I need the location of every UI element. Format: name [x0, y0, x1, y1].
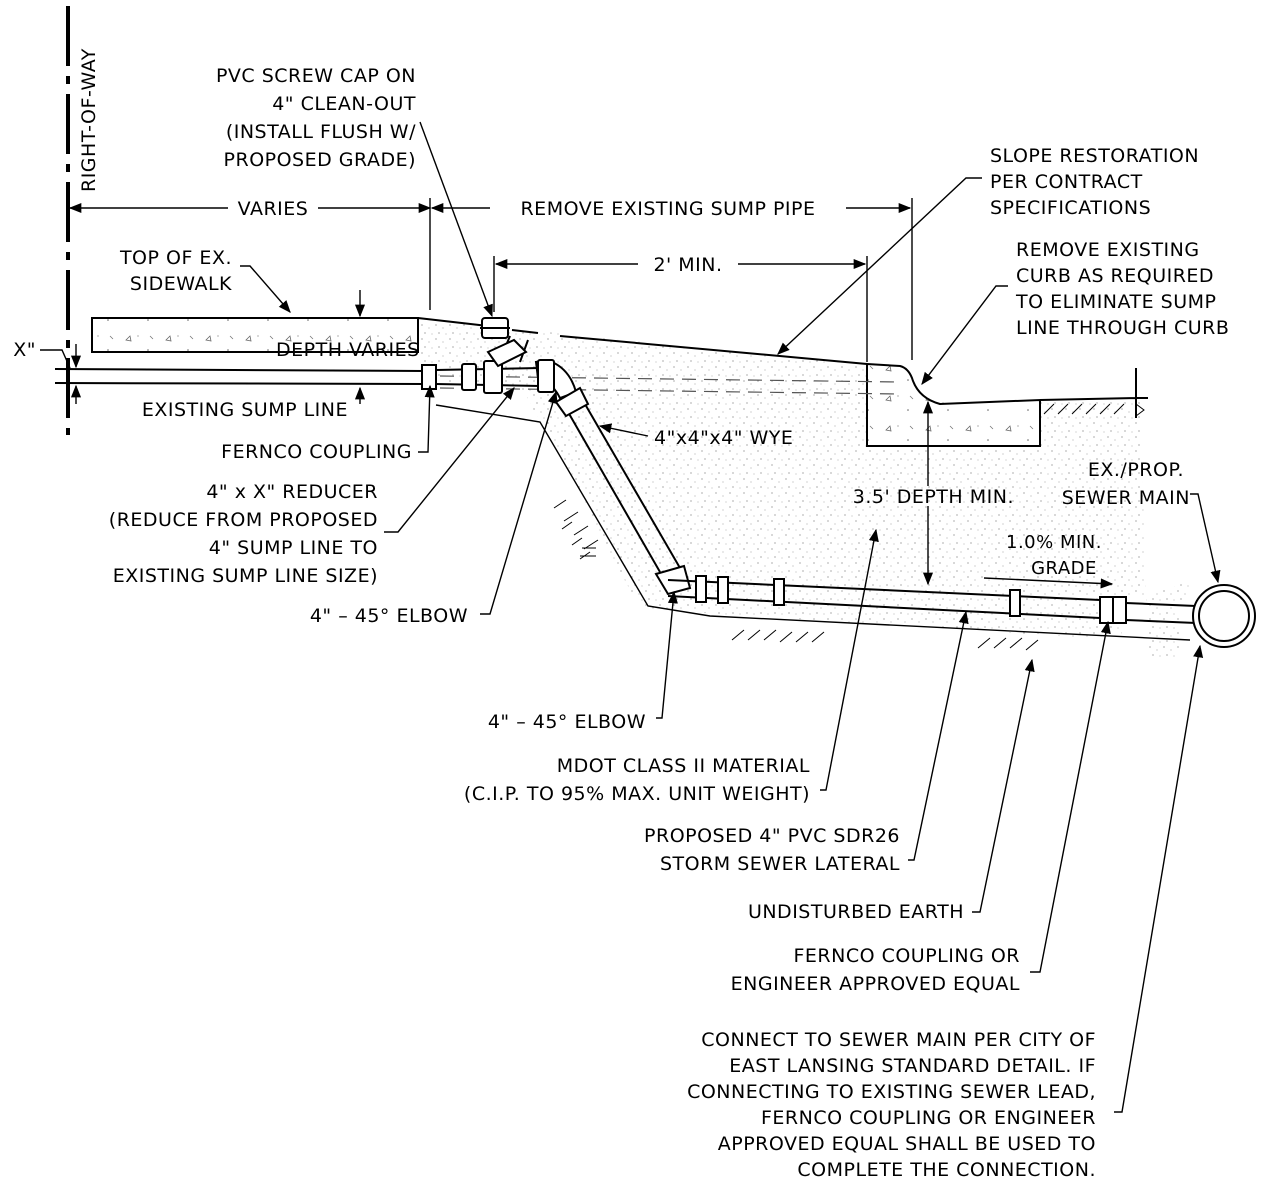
- right-of-way-label: RIGHT-OF-WAY: [78, 48, 100, 192]
- undisturbed-earth-hatch: [553, 499, 1039, 651]
- sewer-main-line1: EX./PROP.: [1088, 459, 1184, 481]
- reducer-note: 4" x X" REDUCER (REDUCE FROM PROPOSED 4"…: [109, 481, 378, 587]
- x-dimension-label: X": [13, 339, 36, 361]
- slope-restoration-note: SLOPE RESTORATION PER CONTRACT SPECIFICA…: [990, 145, 1199, 219]
- slope-line1: SLOPE RESTORATION: [990, 145, 1199, 167]
- fernco-equal-note: FERNCO COUPLING OR ENGINEER APPROVED EQU…: [731, 945, 1020, 995]
- cleanout-note: PVC SCREW CAP ON 4" CLEAN-OUT (INSTALL F…: [216, 65, 416, 171]
- mdot-line2: (C.I.P. TO 95% MAX. UNIT WEIGHT): [464, 783, 810, 805]
- sewer-main: [1192, 584, 1256, 648]
- cap-line2: 4" CLEAN-OUT: [272, 93, 416, 115]
- fernco-coupling-small: [421, 364, 437, 390]
- lateral-note: PROPOSED 4" PVC SDR26 STORM SEWER LATERA…: [644, 825, 900, 875]
- proposed-lateral-pipe: [667, 575, 1197, 624]
- reducer-line1: 4" x X" REDUCER: [206, 481, 378, 503]
- existing-curb: [866, 362, 1041, 447]
- reducer-line4: EXISTING SUMP LINE SIZE): [113, 565, 378, 587]
- connect-line4: FERNCO COUPLING OR ENGINEER: [761, 1107, 1096, 1129]
- sidewalk-note: TOP OF EX. SIDEWALK: [119, 247, 232, 295]
- connect-line6: COMPLETE THE CONNECTION.: [797, 1159, 1096, 1180]
- reducer-line3: 4" SUMP LINE TO: [209, 537, 378, 559]
- varies-label: VARIES: [238, 198, 309, 220]
- existing-sump-line-label: EXISTING SUMP LINE: [142, 399, 348, 421]
- reducer-line2: (REDUCE FROM PROPOSED: [109, 509, 378, 531]
- wye-label: 4"x4"x4" WYE: [654, 427, 793, 449]
- connect-line1: CONNECT TO SEWER MAIN PER CITY OF: [701, 1029, 1096, 1051]
- fernco-coupling-label: FERNCO COUPLING: [221, 441, 412, 463]
- curb-line3: TO ELIMINATE SUMP: [1015, 291, 1217, 313]
- curb-line2: CURB AS REQUIRED: [1016, 265, 1214, 287]
- curb-line4: LINE THROUGH CURB: [1016, 317, 1229, 339]
- grade-line2: GRADE: [1031, 558, 1097, 579]
- proposed-grade-line: [417, 317, 868, 365]
- sewer-main-note: EX./PROP. SEWER MAIN: [1062, 459, 1190, 509]
- wye-fitting: [480, 317, 578, 400]
- sidewalk-line2: SIDEWALK: [130, 273, 232, 295]
- trench-outline: [435, 404, 1191, 641]
- fernco-eq-line1: FERNCO COUPLING OR: [793, 945, 1020, 967]
- lateral-line2: STORM SEWER LATERAL: [660, 853, 900, 875]
- connect-line5: APPROVED EQUAL SHALL BE USED TO: [718, 1133, 1096, 1155]
- road-surface: [1039, 368, 1148, 418]
- grade-note: 1.0% MIN. GRADE: [1006, 532, 1102, 579]
- elbow-upper-label: 4" – 45° ELBOW: [310, 605, 468, 627]
- sewer-main-line2: SEWER MAIN: [1062, 487, 1190, 509]
- connection-note: CONNECT TO SEWER MAIN PER CITY OF EAST L…: [687, 1029, 1096, 1180]
- mdot-line1: MDOT CLASS II MATERIAL: [557, 755, 810, 777]
- dimension-lines: [68, 198, 1114, 589]
- two-min-label: 2' MIN.: [653, 254, 722, 276]
- lateral-line1: PROPOSED 4" PVC SDR26: [644, 825, 900, 847]
- undisturbed-earth-label: UNDISTURBED EARTH: [748, 901, 964, 923]
- slope-line2: PER CONTRACT: [990, 171, 1143, 193]
- fernco-eq-line2: ENGINEER APPROVED EQUAL: [731, 973, 1020, 995]
- elbow-lower-label: 4" – 45° ELBOW: [488, 711, 646, 733]
- cap-line3: (INSTALL FLUSH W/: [226, 121, 416, 143]
- existing-sump-line: [54, 368, 901, 395]
- depth-min-label: 3.5' DEPTH MIN.: [853, 486, 1014, 508]
- mdot-note: MDOT CLASS II MATERIAL (C.I.P. TO 95% MA…: [464, 755, 810, 805]
- sidewalk-line1: TOP OF EX.: [119, 247, 232, 269]
- grade-line1: 1.0% MIN.: [1006, 532, 1102, 553]
- cap-line4: PROPOSED GRADE): [224, 149, 416, 171]
- curb-removal-note: REMOVE EXISTING CURB AS REQUIRED TO ELIM…: [1015, 239, 1229, 339]
- existing-sidewalk: [91, 317, 419, 353]
- cap-line1: PVC SCREW CAP ON: [216, 65, 416, 87]
- curb-line1: REMOVE EXISTING: [1016, 239, 1200, 261]
- remove-sump-pipe-label: REMOVE EXISTING SUMP PIPE: [520, 198, 815, 220]
- leader-lines: [40, 121, 1221, 1113]
- reducer-and-pipe: [435, 360, 541, 394]
- connect-line3: CONNECTING TO EXISTING SEWER LEAD,: [687, 1081, 1096, 1103]
- depth-varies-label: DEPTH VARIES: [276, 339, 420, 361]
- road-hatch: [1043, 403, 1145, 417]
- slope-line3: SPECIFICATIONS: [990, 197, 1151, 219]
- connect-line2: EAST LANSING STANDARD DETAIL. IF: [729, 1055, 1096, 1077]
